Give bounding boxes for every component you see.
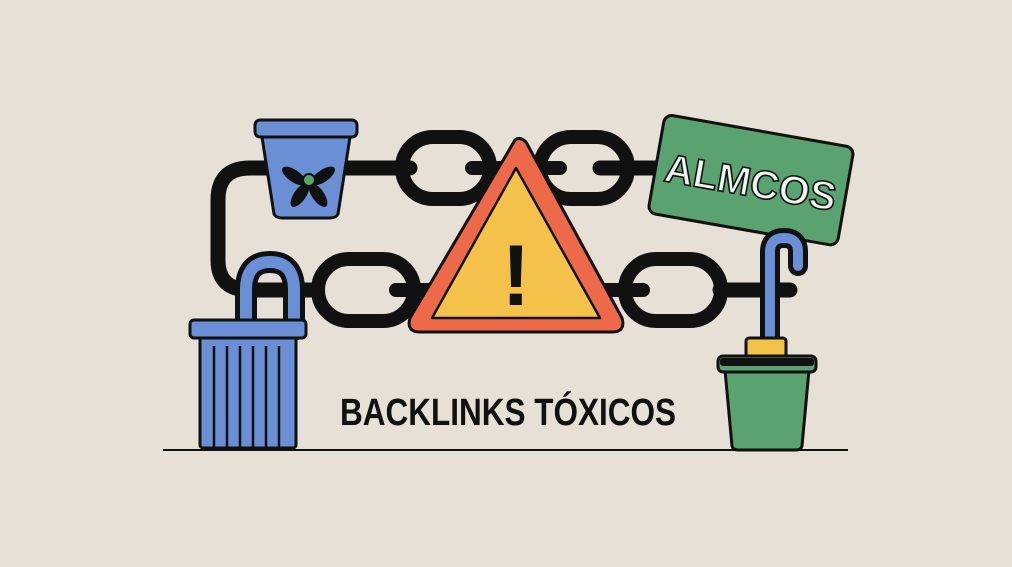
green-tag: ALMCOS [647, 114, 855, 247]
padlock-shackle-fill [240, 255, 300, 336]
warning-mark: ! [502, 228, 531, 324]
hook-handle [744, 227, 808, 366]
fan-icon [282, 166, 335, 207]
blue-bucket-icon [253, 118, 359, 220]
caption-text: BACKLINKS TÓXICOS [340, 390, 676, 434]
blue-trash-bin-icon [188, 318, 308, 450]
green-bucket-icon [716, 354, 818, 452]
warning-icon: ! [407, 136, 625, 334]
